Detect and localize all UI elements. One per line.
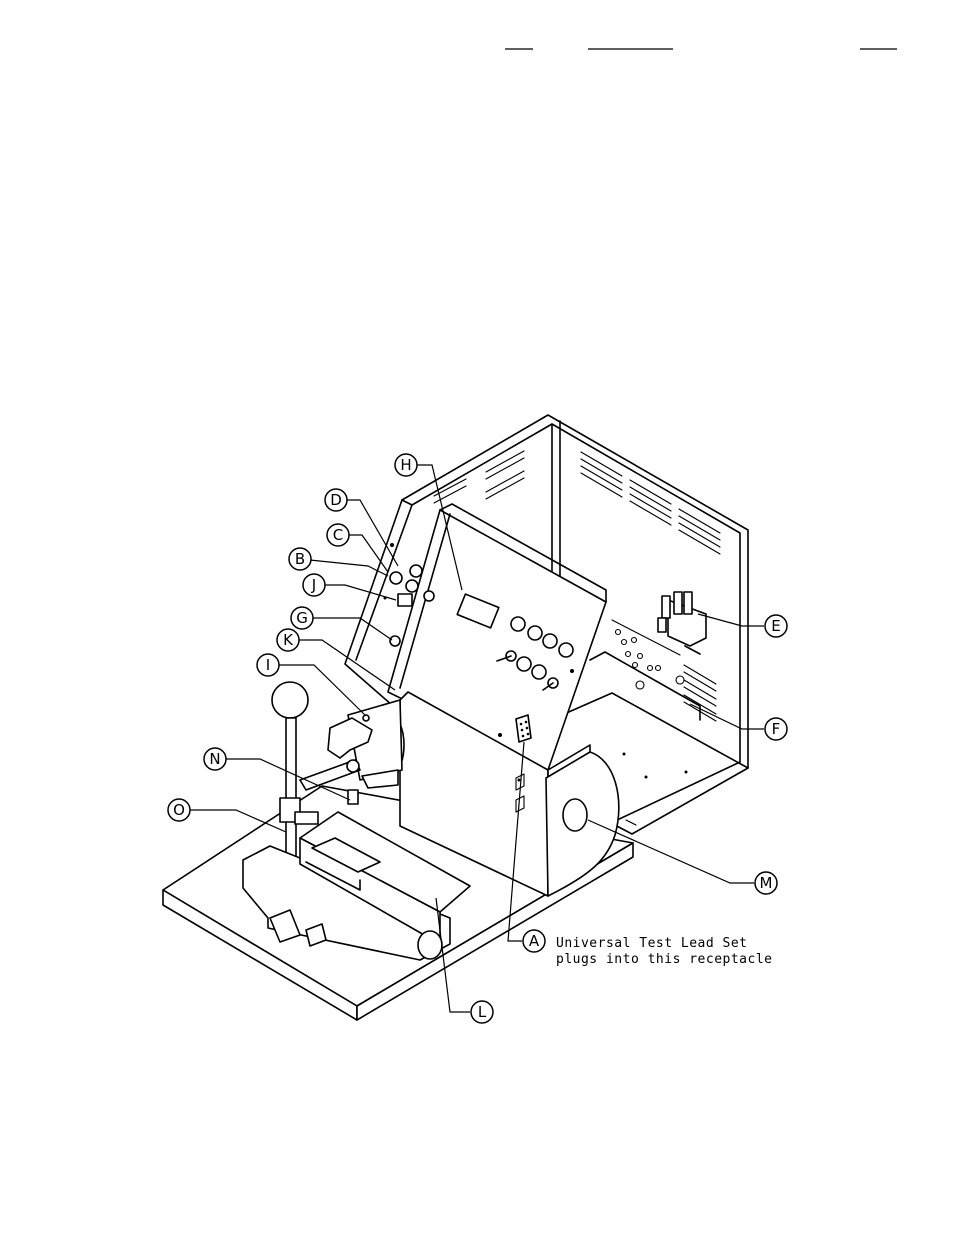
- callout-K: K: [277, 629, 299, 651]
- callout-I: I: [257, 654, 279, 676]
- note-line-2: plugs into this receptacle: [556, 952, 773, 967]
- callout-N: N: [204, 748, 226, 770]
- callout-B: B: [289, 548, 311, 570]
- callout-H: H: [395, 454, 417, 476]
- callout-O-letter: O: [173, 801, 185, 819]
- callout-M-letter: M: [760, 874, 773, 892]
- callout-E: E: [765, 615, 787, 637]
- callout-L-letter: L: [478, 1003, 487, 1021]
- callout-L: L: [471, 1001, 493, 1023]
- callout-G-letter: G: [296, 609, 308, 627]
- callout-I-letter: I: [266, 656, 270, 674]
- callout-D-letter: D: [330, 491, 342, 509]
- callout-F: F: [765, 718, 787, 740]
- callout-K-letter: K: [283, 631, 294, 649]
- callout-M: M: [755, 872, 777, 894]
- callout-A-letter: A: [529, 932, 540, 950]
- callout-C: C: [327, 524, 349, 546]
- callout-D: D: [325, 489, 347, 511]
- callout-N-letter: N: [209, 750, 220, 768]
- callout-O: O: [168, 799, 190, 821]
- callout-E-letter: E: [771, 617, 780, 635]
- callout-B-letter: B: [295, 550, 305, 568]
- callout-F-letter: F: [772, 720, 781, 738]
- callout-G: G: [291, 607, 313, 629]
- callout-H-letter: H: [400, 456, 411, 474]
- note-line-1: Universal Test Lead Set: [556, 936, 748, 951]
- callout-A: A: [523, 930, 545, 952]
- callout-J: J: [303, 574, 325, 596]
- callout-C-letter: C: [333, 526, 343, 544]
- callout-J-letter: J: [311, 576, 316, 594]
